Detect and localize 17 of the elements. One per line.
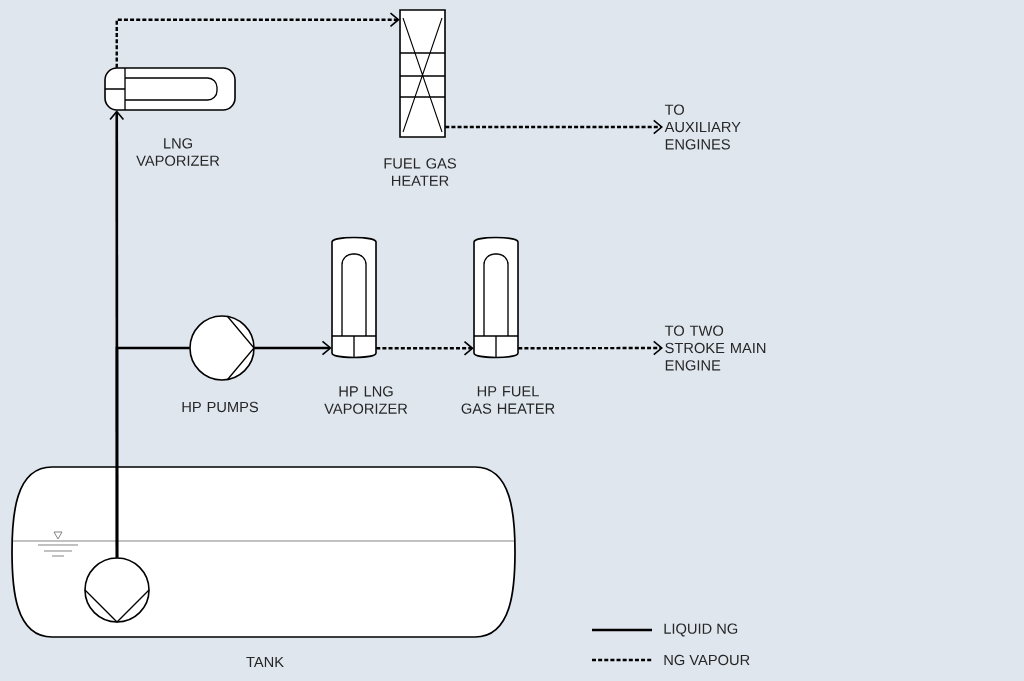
- equipment-label: HP LNG VAPORIZER: [324, 386, 408, 414]
- destination-label: TO TWO STROKE MAIN ENGINE: [664, 325, 766, 371]
- pipe-line: [115, 346, 190, 558]
- pipe-arrow: [254, 340, 332, 356]
- destination-label: TO AUXILIARY ENGINES: [664, 104, 741, 150]
- equipment-label: TANK: [246, 656, 284, 668]
- legend-label: NG VAPOUR: [664, 654, 750, 666]
- pipe-arrow: [518, 340, 663, 356]
- pipe-arrow: [445, 119, 663, 135]
- pump-symbol: [84, 557, 150, 623]
- legend-label: LIQUID NG: [664, 623, 738, 637]
- equipment-label: HP FUEL GAS HEATER: [461, 386, 555, 414]
- equipment-label: HP PUMPS: [182, 401, 258, 413]
- equipment-label: FUEL GAS HEATER: [384, 158, 456, 186]
- equipment-label: LNG VAPORIZER: [136, 138, 220, 166]
- pipe-arrow: [115, 12, 400, 68]
- pipe-arrow: [376, 340, 474, 356]
